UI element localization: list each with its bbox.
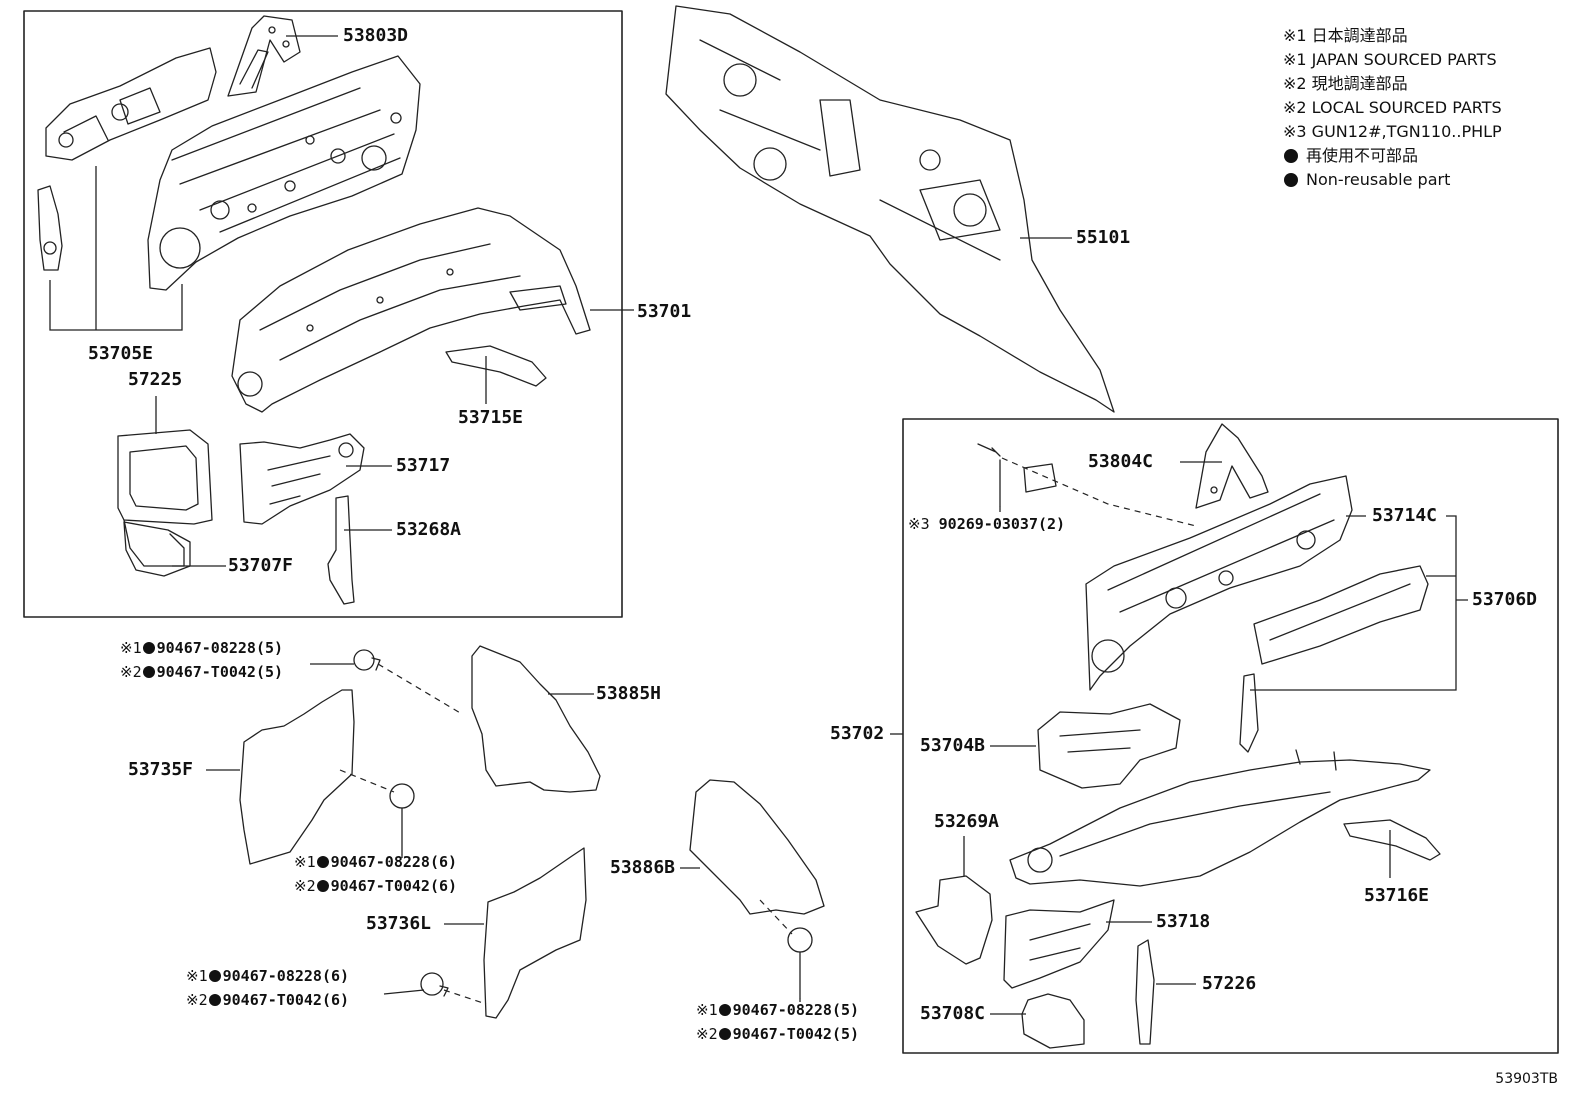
part-label-53717[interactable]: 53717 — [396, 455, 451, 476]
part-label-53716E[interactable]: 53716E — [1364, 885, 1430, 906]
part-55101-drawing — [665, 5, 1115, 413]
part-label-53804C[interactable]: 53804C — [1088, 451, 1154, 472]
bolt-90269-drawing — [977, 443, 1057, 507]
part-label-53701[interactable]: 53701 — [637, 301, 692, 322]
legend-note-3: ※2 現地調達部品 — [1283, 74, 1408, 93]
filled-circle-icon — [142, 642, 155, 654]
part-53718-drawing — [1003, 899, 1115, 989]
part-53717-drawing — [239, 433, 365, 525]
legend-note-2: ※1 JAPAN SOURCED PARTS — [1283, 50, 1497, 69]
part-53715E-drawing — [445, 345, 547, 387]
part-label-57225[interactable]: 57225 — [128, 369, 183, 390]
legend-note-1: ※1 日本調達部品 — [1283, 26, 1408, 45]
legend-note-5: ※3 GUN12#,TGN110..PHLP — [1283, 122, 1502, 141]
filled-circle-icon — [1284, 149, 1298, 163]
clip-drawings — [353, 649, 813, 999]
diagram-code: 53903TB — [1495, 1071, 1558, 1087]
filled-circle-icon — [208, 970, 221, 982]
part-label-53268A[interactable]: 53268A — [396, 519, 462, 540]
filled-circle-icon — [208, 994, 221, 1006]
filled-circle-icon — [718, 1028, 731, 1040]
part-label-53803D[interactable]: 53803D — [343, 25, 409, 46]
part-53803D-drawing — [227, 15, 301, 97]
part-53708C-drawing — [1021, 993, 1085, 1049]
part-label-53736L[interactable]: 53736L — [366, 913, 432, 934]
part-label-53702[interactable]: 53702 — [830, 723, 885, 744]
part-label-55101[interactable]: 55101 — [1076, 227, 1131, 248]
part-53707F-drawing — [123, 521, 191, 577]
part-57226-drawing — [1135, 939, 1155, 1045]
part-53701-panel-drawing — [147, 55, 421, 291]
filled-circle-icon — [316, 880, 329, 892]
filled-circle-icon — [1284, 173, 1298, 187]
part-53706D-drawing — [1239, 565, 1429, 753]
legend-non-reusable-en: Non-reusable part — [1283, 168, 1502, 192]
part-53804C-drawing — [1195, 423, 1269, 509]
legend-note-4: ※2 LOCAL SOURCED PARTS — [1283, 98, 1502, 117]
part-label-57226[interactable]: 57226 — [1202, 973, 1257, 994]
part-53701-apron-drawing — [231, 207, 591, 413]
part-label-53705E[interactable]: 53705E — [88, 343, 154, 364]
legend: ※1 日本調達部品 ※1 JAPAN SOURCED PARTS ※2 現地調達… — [1283, 24, 1502, 192]
filled-circle-icon — [142, 666, 155, 678]
part-label-53885H[interactable]: 53885H — [596, 683, 662, 704]
part-53886B-drawing — [689, 779, 825, 915]
part-53736L-drawing — [483, 847, 587, 1019]
group-frame-53702 — [902, 418, 1559, 1054]
part-label-53704B[interactable]: 53704B — [920, 735, 986, 756]
part-label-53715E[interactable]: 53715E — [458, 407, 524, 428]
part-53885H-drawing — [471, 645, 601, 793]
part-label-53269A[interactable]: 53269A — [934, 811, 1000, 832]
part-label-53708C[interactable]: 53708C — [920, 1003, 986, 1024]
leader-lines — [49, 35, 1468, 1015]
filled-circle-icon — [316, 856, 329, 868]
part-53268A-drawing — [327, 495, 355, 605]
part-57225-drawing — [117, 429, 213, 567]
part-label-53714C[interactable]: 53714C — [1372, 505, 1438, 526]
part-53705E-drawing — [37, 47, 217, 271]
part-53269A-drawing — [915, 875, 993, 965]
part-53716E-drawing — [1343, 819, 1441, 861]
part-53735F-drawing — [239, 689, 355, 865]
group-frame-53701 — [23, 10, 623, 618]
part-label-53707F[interactable]: 53707F — [228, 555, 294, 576]
filled-circle-icon — [718, 1004, 731, 1016]
part-53714C-drawing — [1085, 475, 1353, 691]
part-label-53718[interactable]: 53718 — [1156, 911, 1211, 932]
dashed-connectors — [339, 457, 1197, 1005]
part-53704B-drawing — [1037, 703, 1181, 789]
part-label-53735F[interactable]: 53735F — [128, 759, 194, 780]
fastener-label-bolt-90269[interactable]: ※3 90269-03037(2) — [908, 515, 1066, 533]
part-label-53886B[interactable]: 53886B — [610, 857, 676, 878]
part-53702-drawing — [1009, 749, 1431, 887]
legend-non-reusable-jp: 再使用不可部品 — [1283, 144, 1502, 168]
part-label-53706D[interactable]: 53706D — [1472, 589, 1538, 610]
